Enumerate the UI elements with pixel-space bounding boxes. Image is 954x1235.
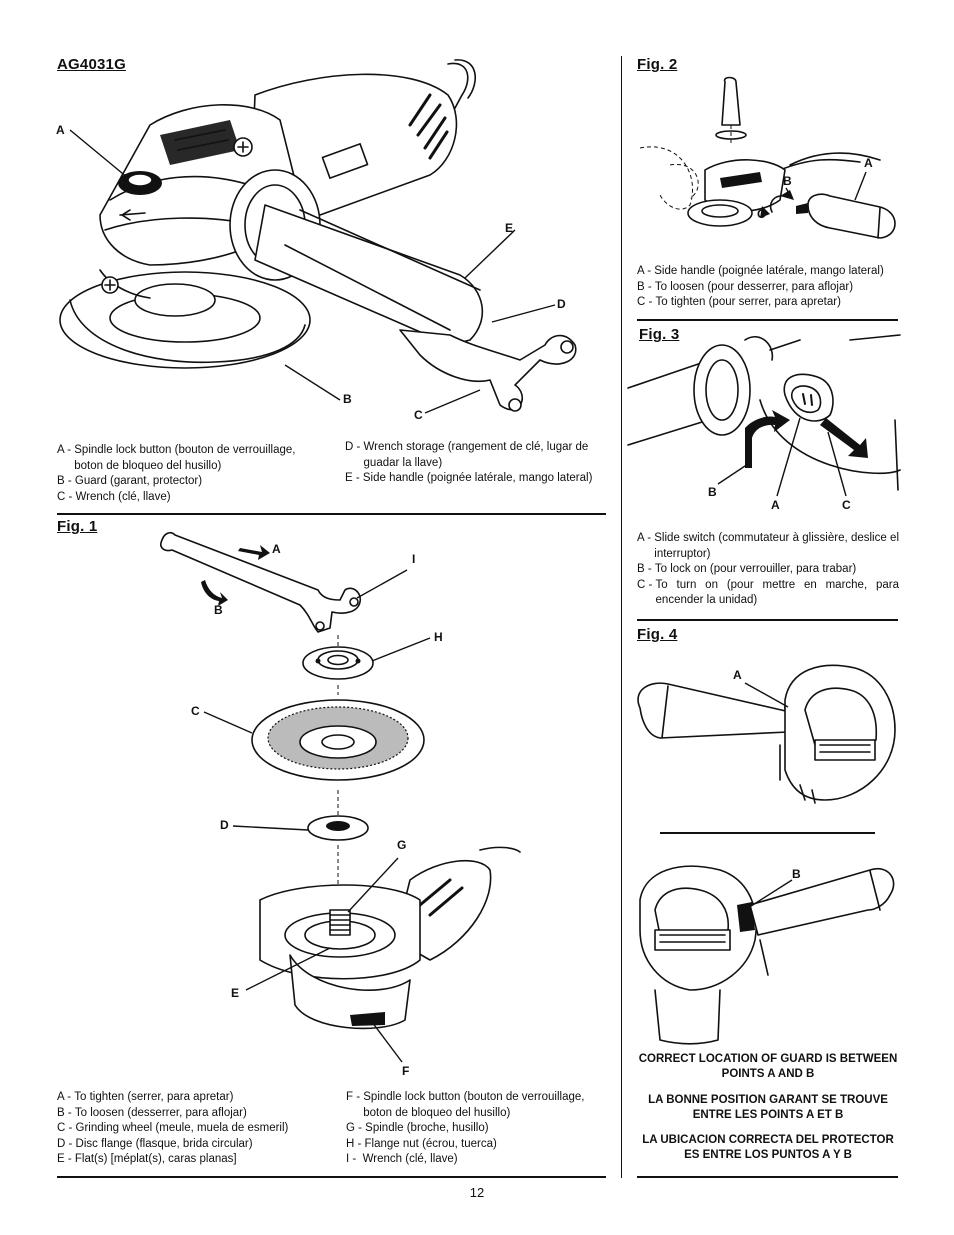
main-legend-left: A - Spindle lock button (bouton de verro… — [57, 444, 296, 503]
fig1-callout-a: A — [272, 542, 281, 556]
fig1-callout-c: C — [191, 704, 200, 718]
fig4-guard-position-illustration — [637, 664, 896, 1045]
fig3-callout-c: C — [842, 498, 851, 512]
page-number: 12 — [469, 1185, 485, 1200]
fig4-caption-en: CORRECT LOCATION OF GUARD IS BETWEEN POI… — [638, 1053, 898, 1080]
fig2-callout-c: C — [757, 207, 766, 221]
fig2-callout-a: A — [864, 156, 873, 170]
fig4-caption-es: LA UBICACION CORRECTA DEL PROTECTOR ES E… — [642, 1134, 894, 1161]
fig1-callout-i: I — [412, 552, 416, 566]
fig4-title: Fig. 4 — [637, 626, 678, 643]
fig1-callout-e: E — [231, 986, 240, 1000]
fig2-callout-b: B — [783, 174, 792, 188]
fig4-caption-fr: LA BONNE POSITION GARANT SE TROUVE ENTRE… — [648, 1094, 888, 1121]
fig1-legend-left: A - To tighten (serrer, para apretar) B … — [57, 1091, 289, 1165]
callout-a: A — [56, 123, 65, 137]
fig3-title: Fig. 3 — [639, 326, 680, 343]
fig2-title: Fig. 2 — [637, 56, 678, 73]
fig2-legend: A - Side handle (poignée latérale, mango… — [637, 265, 884, 308]
divider — [637, 319, 898, 321]
fig1-exploded-assembly — [160, 532, 521, 1063]
fig1-callout-b: B — [214, 603, 223, 617]
callout-b: B — [343, 392, 352, 406]
main-legend-right: D - Wrench storage (rangement de clé, lu… — [345, 441, 593, 484]
fig1-callout-d: D — [220, 818, 229, 832]
fig2-side-handle-illustration — [639, 76, 896, 239]
fig1-callout-h: H — [434, 630, 443, 644]
divider — [637, 619, 898, 621]
fig3-slide-switch-illustration — [627, 334, 901, 497]
fig3-callout-b: B — [708, 485, 717, 499]
fig3-legend: A - Slide switch (commutateur à glissièr… — [637, 532, 899, 606]
main-figure-title: AG4031G — [57, 56, 126, 73]
fig4-callout-b: B — [792, 867, 801, 881]
fig4-separator — [660, 832, 875, 834]
callout-e: E — [505, 221, 514, 235]
fig1-callout-f: F — [402, 1064, 410, 1078]
callout-c: C — [414, 408, 423, 422]
fig3-callout-a: A — [771, 498, 780, 512]
angle-grinder-illustration — [59, 59, 577, 414]
fig1-title: Fig. 1 — [57, 518, 98, 535]
fig1-legend-right: F - Spindle lock button (bouton de verro… — [346, 1091, 585, 1165]
column-divider — [621, 56, 622, 1178]
divider — [57, 513, 606, 515]
divider — [637, 1176, 898, 1178]
fig4-callout-a: A — [733, 668, 742, 682]
fig1-callout-g: G — [397, 838, 407, 852]
callout-d: D — [557, 297, 566, 311]
divider — [57, 1176, 606, 1178]
